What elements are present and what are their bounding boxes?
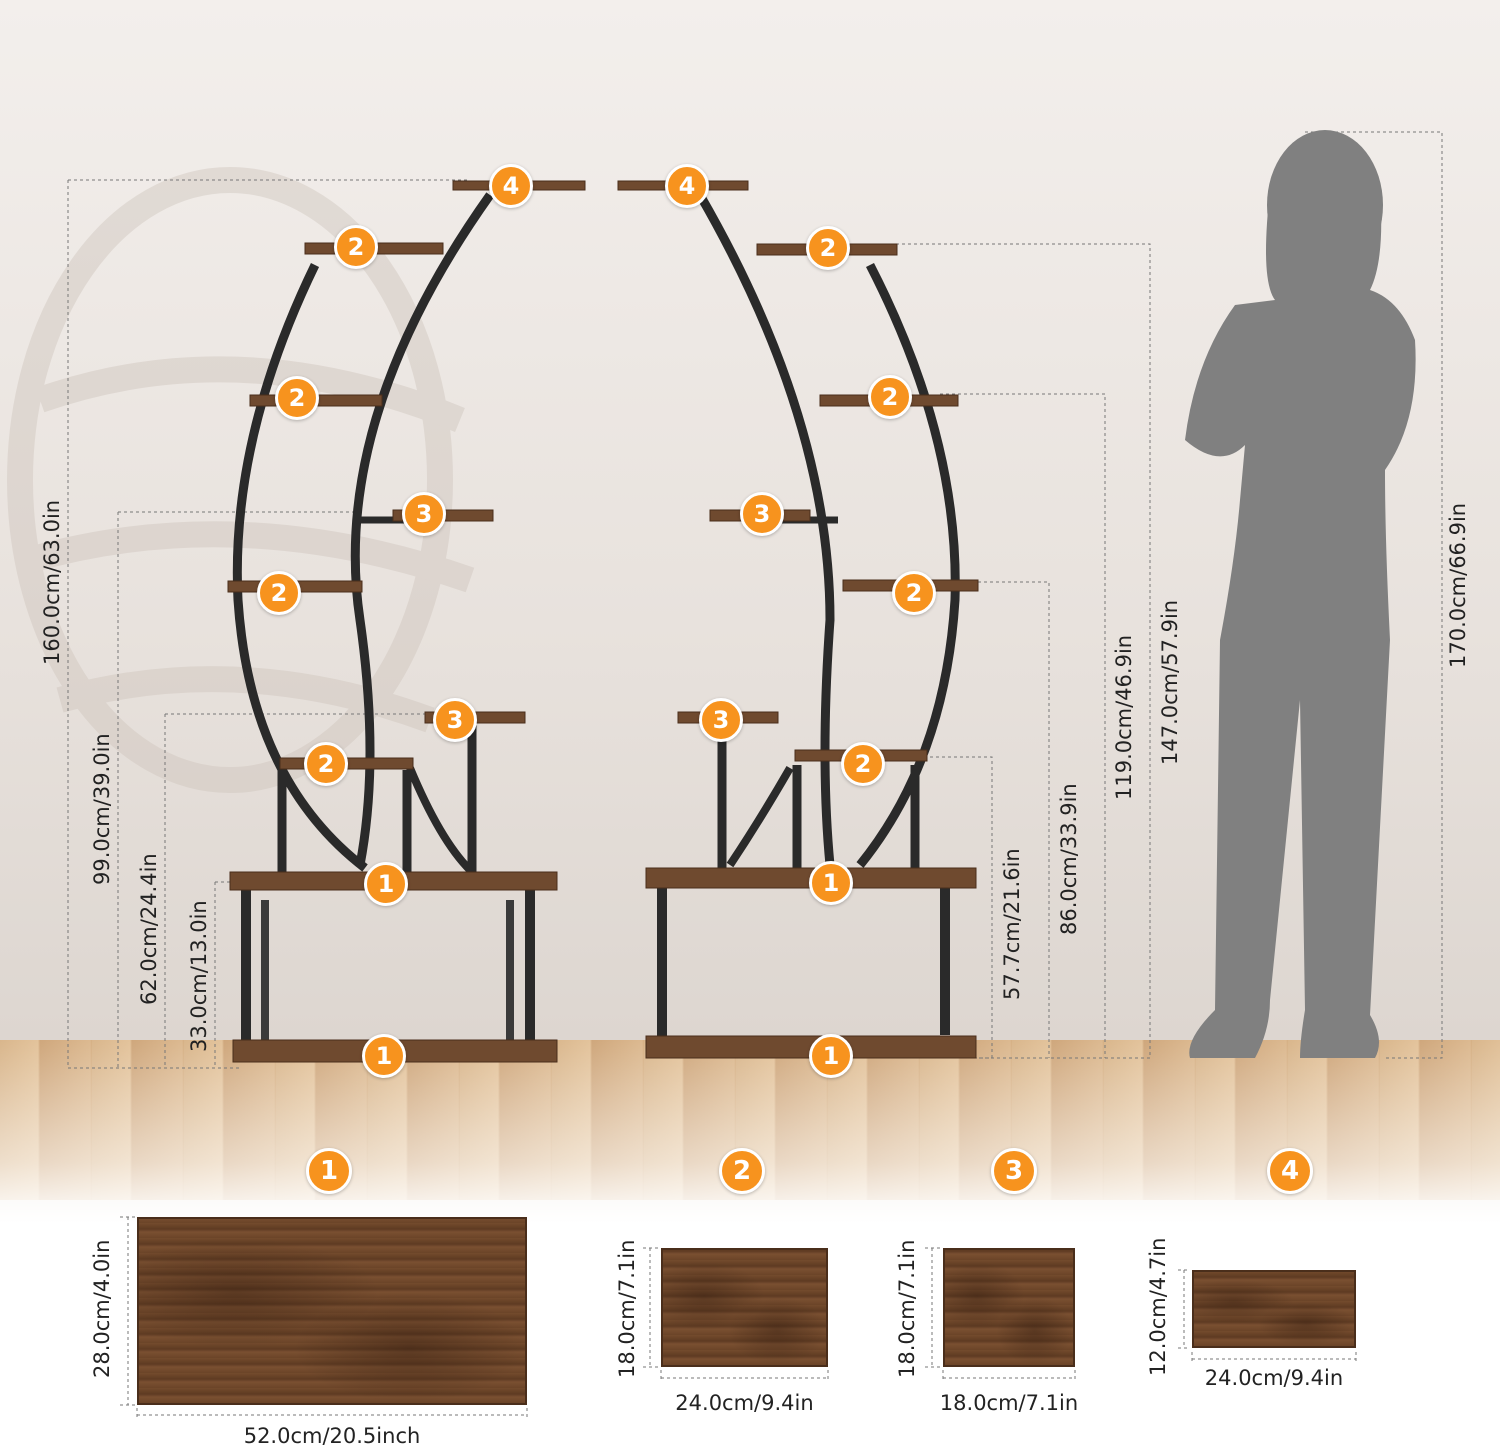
height-label-right-mid: 119.0cm/46.9in xyxy=(1112,634,1136,800)
badge-right-2d: 2 xyxy=(841,742,885,786)
badge-left-2a: 2 xyxy=(334,225,378,269)
shelf-board-3 xyxy=(943,1248,1075,1367)
spec-badge-3: 3 xyxy=(991,1148,1037,1194)
spec-badge-1: 1 xyxy=(306,1148,352,1194)
shelf-board-4 xyxy=(1192,1270,1356,1348)
spec-badge-2: 2 xyxy=(719,1148,765,1194)
height-label-left-base: 33.0cm/13.0in xyxy=(187,900,211,1052)
height-label-right-total: 147.0cm/57.9in xyxy=(1158,599,1182,765)
spec-depth-2: 18.0cm/7.1in xyxy=(615,1239,639,1378)
left-plant-stand xyxy=(227,180,586,1063)
height-label-person: 170.0cm/66.9in xyxy=(1446,502,1470,668)
badge-left-top: 4 xyxy=(489,164,533,208)
badge-left-1b: 1 xyxy=(362,1034,406,1078)
dimension-lines xyxy=(67,131,1443,1069)
spec-width-2: 24.0cm/9.4in xyxy=(675,1391,814,1415)
badge-right-3b: 3 xyxy=(699,698,743,742)
spec-depth-3: 18.0cm/7.1in xyxy=(895,1239,919,1378)
badge-right-2a: 2 xyxy=(806,226,850,270)
shelf-board-2 xyxy=(661,1248,828,1367)
spec-badge-4: 4 xyxy=(1267,1148,1313,1194)
badge-left-3b: 3 xyxy=(433,698,477,742)
spec-depth-4: 12.0cm/4.7in xyxy=(1146,1237,1170,1376)
badge-right-3a: 3 xyxy=(740,492,784,536)
badge-left-3a: 3 xyxy=(402,492,446,536)
height-label-right-low: 86.0cm/33.9in xyxy=(1057,783,1081,935)
spec-depth-1: 28.0cm/4.0in xyxy=(90,1239,114,1378)
height-label-left-low: 62.0cm/24.4in xyxy=(137,853,161,1005)
height-label-left-total: 160.0cm/63.0in xyxy=(40,499,64,665)
person-silhouette xyxy=(1185,130,1416,1058)
badge-left-2c: 2 xyxy=(257,571,301,615)
badge-right-2b: 2 xyxy=(868,375,912,419)
badge-left-2d: 2 xyxy=(304,742,348,786)
height-label-right-base: 57.7cm/21.6in xyxy=(1000,848,1024,1000)
spec-width-4: 24.0cm/9.4in xyxy=(1204,1366,1344,1390)
spec-width-3: 18.0cm/7.1in xyxy=(939,1391,1079,1415)
right-plant-stand xyxy=(617,180,979,1059)
badge-right-top: 4 xyxy=(665,164,709,208)
badge-left-2b: 2 xyxy=(275,376,319,420)
badge-right-1b: 1 xyxy=(809,1034,853,1078)
spec-width-1: 52.0cm/20.5inch xyxy=(243,1424,421,1448)
shelf-board-1 xyxy=(137,1217,527,1405)
badge-right-2c: 2 xyxy=(892,571,936,615)
badge-left-1a: 1 xyxy=(364,862,408,906)
badge-right-1a: 1 xyxy=(809,861,853,905)
height-label-left-mid: 99.0cm/39.0in xyxy=(90,733,114,885)
